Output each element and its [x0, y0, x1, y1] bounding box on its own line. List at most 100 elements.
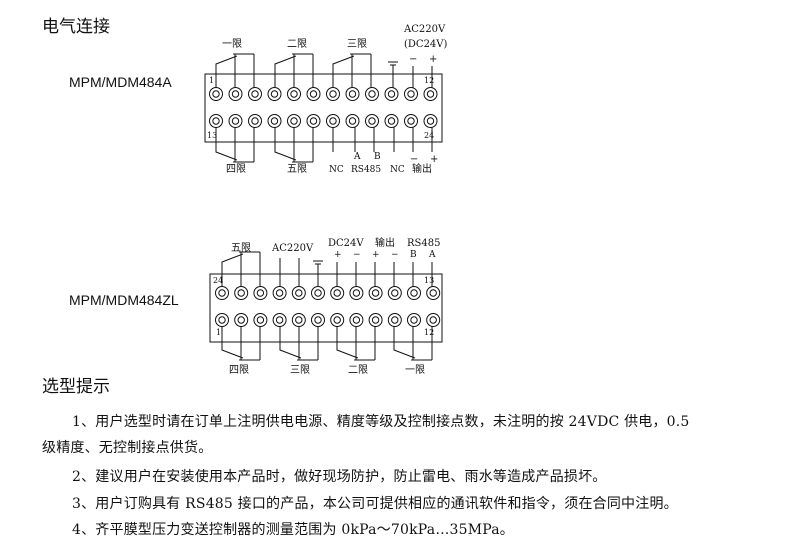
- b-terminal-inner: [314, 316, 322, 324]
- b-terminal-inner: [275, 289, 284, 297]
- b-terminal-inner: [256, 316, 265, 324]
- a-terminal-inner: [387, 90, 396, 98]
- relay-contact: [332, 55, 355, 88]
- relay-contact: [215, 127, 238, 161]
- tip-1-cont: 级精度、无控制接点供货。: [42, 440, 213, 456]
- b-terminal: [426, 286, 441, 300]
- a-terminal: [365, 87, 379, 101]
- b-terminal: [349, 313, 364, 327]
- relay-label-2: 二限: [287, 38, 307, 50]
- relay-contact: [215, 55, 238, 88]
- a-terminal: [326, 114, 340, 128]
- relay-contact: [393, 326, 416, 359]
- a-terminal-inner: [309, 117, 318, 125]
- a-terminal-inner: [426, 90, 435, 98]
- output-label-a: 输出: [412, 162, 432, 175]
- a-terminal: [287, 87, 301, 101]
- polarity-b-2: −: [353, 250, 361, 260]
- a-terminal: [384, 87, 399, 101]
- a-terminal: [404, 114, 418, 128]
- relay-contact: [221, 326, 244, 359]
- tip-4: 4、齐平膜型压力变送控制器的测量范围为 0kPa～70kPa…35MPa。: [72, 522, 515, 538]
- b-terminal-inner: [295, 289, 303, 297]
- relay-contact: [274, 127, 297, 161]
- polarity-b-1: +: [334, 250, 342, 260]
- a-terminal-inner: [368, 90, 376, 98]
- a-terminal-inner: [212, 90, 220, 98]
- b-terminal: [272, 313, 287, 327]
- relay-label-3: 三限: [347, 38, 367, 50]
- bottom-polarity-minus: −: [410, 154, 418, 165]
- b-terminal: [291, 286, 306, 300]
- a-terminal-inner: [290, 117, 298, 125]
- a-terminal-inner: [407, 117, 415, 125]
- b-terminal-inner: [410, 316, 418, 324]
- b-terminal: [311, 313, 325, 327]
- corner-num-24: 24: [424, 131, 434, 140]
- relay-label-b3: 三限: [290, 364, 310, 376]
- relay-contact: [336, 326, 359, 359]
- power-label-dc-a: (DC24V): [404, 39, 448, 50]
- polarity-b-3: +: [372, 250, 380, 260]
- bottom-polarity-plus: +: [430, 154, 438, 165]
- corner-num-13: 13: [207, 131, 217, 140]
- relay-label-b4: 四限: [229, 364, 249, 376]
- b-terminal-inner: [275, 316, 284, 324]
- b-terminal: [291, 313, 306, 327]
- a-terminal: [326, 87, 340, 101]
- b-terminal-inner: [218, 289, 226, 297]
- a-terminal-inner: [368, 117, 376, 125]
- a-terminal-inner: [231, 117, 240, 125]
- a-terminal: [423, 87, 438, 101]
- a-terminal-inner: [407, 90, 415, 98]
- a-terminal-inner: [251, 117, 259, 125]
- a-terminal-inner: [329, 117, 337, 125]
- a-terminal: [404, 87, 418, 101]
- nc-label-1: NC: [329, 165, 344, 175]
- b-terminal: [407, 286, 421, 300]
- b-terminal-inner: [218, 316, 226, 324]
- corner-num-b12: 12: [424, 328, 434, 337]
- b-terminal-inner: [391, 289, 399, 297]
- b-terminal: [387, 286, 402, 300]
- b-terminal: [407, 313, 421, 327]
- rs485-label-a: RS485: [351, 165, 381, 175]
- terminal-block-a: [204, 73, 443, 143]
- relay-label-b1: 一限: [405, 364, 425, 376]
- corner-num-1: 1: [209, 76, 214, 85]
- b-terminal: [253, 286, 268, 300]
- tip-3: 3、用户订购具有 RS485 接口的产品，本公司可提供相应的通讯软件和指令，须在…: [72, 496, 678, 512]
- model-label-a: MPM/MDM484A: [69, 74, 172, 90]
- b-terminal-inner: [333, 289, 341, 297]
- b-terminal: [426, 313, 441, 327]
- a-terminal: [209, 114, 223, 128]
- a-terminal: [345, 87, 360, 101]
- a-terminal: [306, 114, 321, 128]
- relay-label-1: 一限: [222, 38, 242, 50]
- a-terminal-inner: [348, 117, 357, 125]
- a-terminal-inner: [387, 117, 396, 125]
- a-terminal-inner: [212, 117, 220, 125]
- a-terminal-inner: [426, 117, 435, 125]
- corner-num-b24: 24: [213, 276, 223, 285]
- selection-heading: 选型提示: [42, 377, 110, 397]
- b-terminal-inner: [333, 316, 341, 324]
- b-terminal: [311, 286, 325, 300]
- output-label-b: 输出: [375, 236, 395, 249]
- b-terminal: [215, 313, 229, 327]
- top-polarity-minus: −: [409, 54, 417, 65]
- top-polarity-plus: +: [429, 54, 437, 65]
- b-terminal-inner: [429, 316, 437, 324]
- a-terminal: [345, 114, 360, 128]
- a-terminal-inner: [309, 90, 318, 98]
- b-terminal-inner: [237, 289, 245, 297]
- nc-label-2: NC: [390, 165, 405, 175]
- b-terminal: [349, 286, 364, 300]
- b-terminal: [215, 286, 229, 300]
- b-terminal: [368, 313, 383, 327]
- model-label-b: MPM/MDM484ZL: [69, 292, 179, 308]
- a-terminal: [384, 114, 399, 128]
- relay-label-b5: 五限: [231, 242, 251, 254]
- a-terminal: [365, 114, 379, 128]
